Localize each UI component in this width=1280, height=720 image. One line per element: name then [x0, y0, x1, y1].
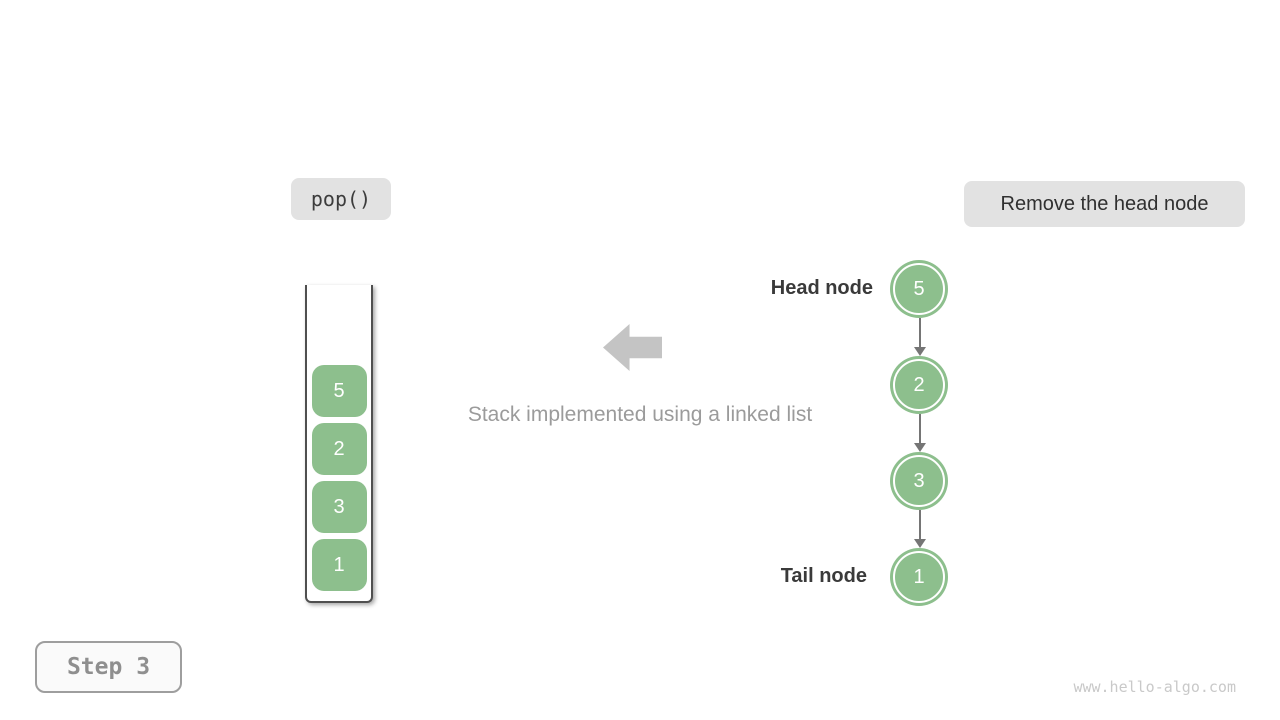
- stack-item: 5: [311, 365, 367, 417]
- action-description-label: Remove the head node: [964, 181, 1245, 227]
- stack-item: 2: [311, 423, 367, 475]
- down-arrow-icon: [914, 318, 926, 356]
- down-arrow-icon: [914, 510, 926, 548]
- node-value: 1: [913, 565, 925, 588]
- watermark: www.hello-algo.com: [1073, 678, 1236, 696]
- pop-operation-label: pop(): [291, 178, 391, 220]
- stack-item: 1: [311, 539, 367, 591]
- list-node: 3: [890, 452, 948, 510]
- step-badge: Step 3: [35, 641, 182, 693]
- down-arrow-icon: [914, 414, 926, 452]
- stack-container: 5 2 3 1: [305, 285, 373, 603]
- list-node: 1: [890, 548, 948, 606]
- node-value: 3: [913, 469, 925, 492]
- head-node-label: Head node: [770, 277, 873, 299]
- list-node: 5: [890, 260, 948, 318]
- left-block-arrow-icon: [603, 324, 662, 371]
- tail-node-label: Tail node: [780, 565, 867, 587]
- node-value: 5: [913, 277, 925, 300]
- list-node: 2: [890, 356, 948, 414]
- stack-item: 3: [311, 481, 367, 533]
- node-value: 2: [913, 373, 925, 396]
- stack-caption: Stack implemented using a linked list: [467, 403, 813, 426]
